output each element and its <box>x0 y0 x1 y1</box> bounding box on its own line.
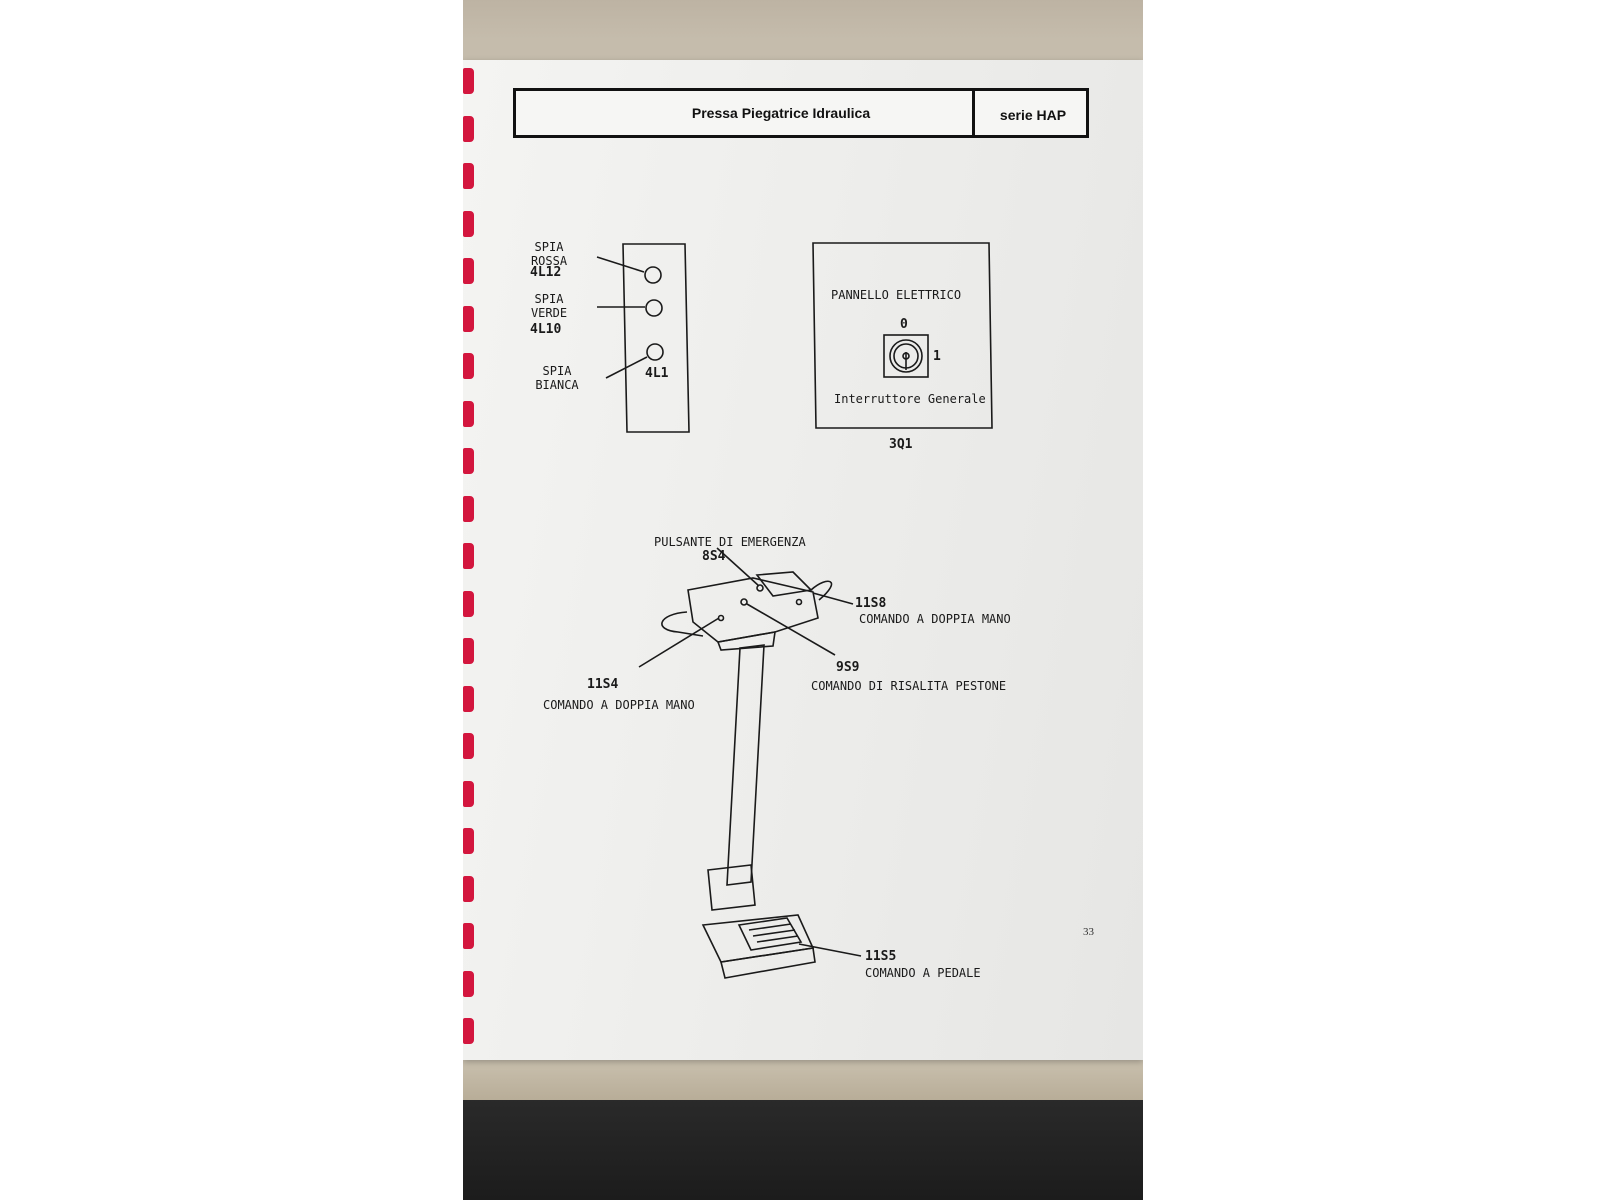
control-box-raised <box>755 571 813 597</box>
indicator-white-label: SPIA BIANCA <box>527 364 587 392</box>
binding-ring <box>463 638 474 664</box>
indicator-light-green <box>645 299 663 317</box>
ram-return-button <box>740 598 748 606</box>
binding-ring <box>463 448 474 474</box>
ram-return-code: 9S9 <box>836 660 860 675</box>
document-photo: Pressa Piegatrice Idraulica serie HAP <box>463 0 1143 1200</box>
binding-ring <box>463 68 474 94</box>
electrical-panel-code: 3Q1 <box>889 437 913 452</box>
binding-ring <box>463 685 474 712</box>
indicator-white-code: 4L1 <box>645 366 669 381</box>
indicator-green-code: 4L10 <box>530 322 562 337</box>
binding-ring <box>463 875 474 902</box>
binding-ring <box>463 780 474 807</box>
main-switch-knob-outer <box>889 339 923 373</box>
main-switch-frame <box>883 334 929 378</box>
leader-line <box>605 356 648 379</box>
binding-ring <box>463 305 474 332</box>
binding-ring <box>463 590 474 617</box>
binding-ring <box>463 543 474 569</box>
binding-ring <box>463 1018 474 1044</box>
control-box-top <box>687 577 819 643</box>
pedestal-base-block <box>707 864 756 911</box>
left-hand-button <box>717 614 725 622</box>
page-number: 33 <box>1083 926 1094 938</box>
spiral-binding <box>463 60 477 1060</box>
electrical-panel-title: PANNELLO ELETTRICO <box>831 288 962 302</box>
left-handle <box>661 611 704 637</box>
binding-ring <box>463 353 474 379</box>
pedestal-column <box>726 644 765 886</box>
main-switch-label: Interruttore Generale <box>834 392 986 406</box>
binding-ring <box>463 733 474 759</box>
main-switch-pointer-head <box>902 352 910 360</box>
header-divider <box>972 91 975 135</box>
indicator-red-label: SPIA ROSSA <box>519 240 579 268</box>
pedal-plate <box>737 917 803 951</box>
indicator-green-label-line2: VERDE <box>530 306 568 320</box>
technical-drawing <box>596 242 993 979</box>
page-header: Pressa Piegatrice Idraulica serie HAP <box>513 88 1089 138</box>
manual-page <box>463 60 1143 1060</box>
leader-line <box>716 547 760 587</box>
binding-ring <box>463 970 474 997</box>
indicator-panel-outline <box>622 243 690 433</box>
leader-line <box>596 256 645 273</box>
leader-line <box>798 943 862 957</box>
emergency-button <box>756 584 764 592</box>
electrical-panel-outline <box>812 242 993 429</box>
indicator-green-label-line1: SPIA <box>534 292 564 306</box>
pedal-housing-front <box>720 947 816 979</box>
right-handle <box>810 580 833 601</box>
binding-ring <box>463 258 474 284</box>
indicator-light-red <box>644 266 662 284</box>
emergency-button-code: 8S4 <box>702 549 726 564</box>
control-box-front <box>716 631 776 651</box>
indicator-white-label-line1: SPIA <box>542 364 572 378</box>
right-hand-button <box>795 598 803 606</box>
pedal-control-code: 11S5 <box>865 949 897 964</box>
right-hand-control-label: COMANDO A DOPPIA MANO <box>859 612 1011 626</box>
indicator-red-label-line2: ROSSA <box>530 254 568 268</box>
indicator-green-label: SPIA VERDE <box>521 292 577 320</box>
binding-ring <box>463 163 474 189</box>
switch-position-off: 0 <box>900 317 908 332</box>
right-hand-control-code: 11S8 <box>855 596 887 611</box>
binding-ring <box>463 923 474 949</box>
binding-ring <box>463 115 474 142</box>
header-series: serie HAP <box>999 107 1067 123</box>
binding-ring <box>463 400 474 427</box>
ram-return-label: COMANDO DI RISALITA PESTONE <box>811 679 1007 693</box>
pedal-control-label: COMANDO A PEDALE <box>865 966 981 980</box>
binding-ring <box>463 495 474 522</box>
switch-position-on: 1 <box>933 349 941 364</box>
indicator-white-label-line2: BIANCA <box>535 378 579 392</box>
indicator-red-label-line1: SPIA <box>534 240 564 254</box>
emergency-button-label: PULSANTE DI EMERGENZA <box>654 535 806 549</box>
header-title: Pressa Piegatrice Idraulica <box>691 105 871 121</box>
binding-ring <box>463 828 474 854</box>
indicator-red-code: 4L12 <box>530 265 562 280</box>
binding-ring <box>463 210 474 237</box>
leader-line <box>812 592 854 605</box>
left-hand-control-label: COMANDO A DOPPIA MANO <box>543 698 695 712</box>
indicator-light-white <box>646 343 664 361</box>
left-hand-control-code: 11S4 <box>587 677 619 692</box>
desk-surface <box>463 1060 1143 1100</box>
leader-line <box>746 603 836 656</box>
leader-line <box>638 617 720 668</box>
